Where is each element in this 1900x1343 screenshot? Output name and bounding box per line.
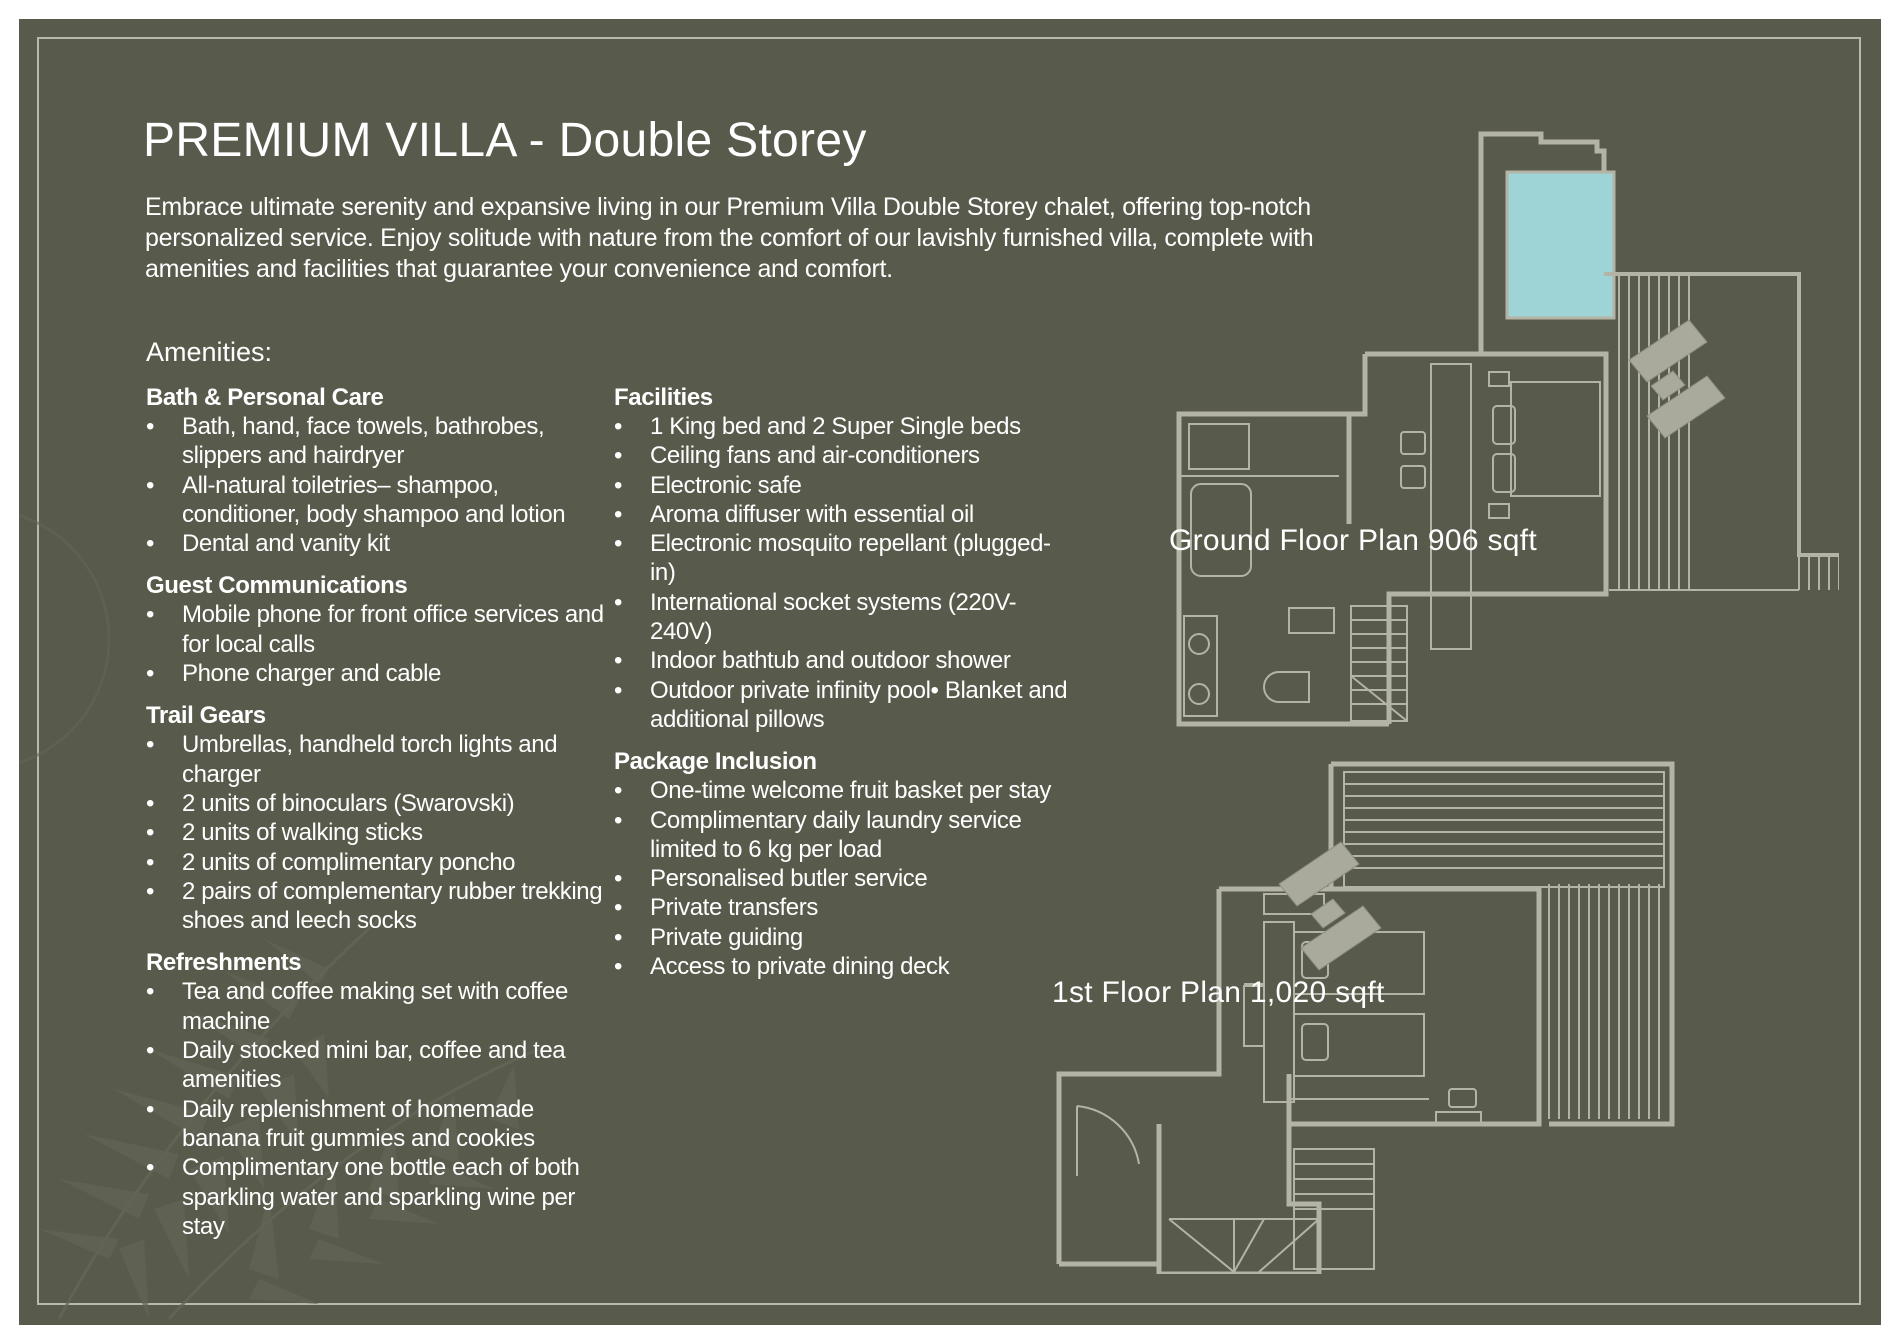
amenity-section: Trail GearsUmbrellas, handheld torch lig… xyxy=(146,701,616,935)
amenity-section-heading: Refreshments xyxy=(146,949,302,977)
amenity-item: Outdoor private infinity pool• Blanket a… xyxy=(614,676,1074,735)
amenity-item: Access to private dining deck xyxy=(614,952,1074,982)
page-title: PREMIUM VILLA - Double Storey xyxy=(143,114,867,167)
amenity-section: RefreshmentsTea and coffee making set wi… xyxy=(146,948,616,1241)
first-floor-label: 1st Floor Plan 1,020 sqft xyxy=(1052,976,1385,1009)
amenity-item: Personalised butler service xyxy=(614,864,1074,894)
amenity-item: Daily replenishment of homemade banana f… xyxy=(146,1095,616,1154)
amenity-section: Package InclusionOne-time welcome fruit … xyxy=(614,747,1074,981)
first-floor-plan xyxy=(1056,761,1675,1274)
amenity-section-heading: Guest Communications xyxy=(146,572,408,600)
amenity-item: Dental and vanity kit xyxy=(146,529,616,559)
amenity-section-heading: Trail Gears xyxy=(146,702,266,730)
amenity-list: Umbrellas, handheld torch lights and cha… xyxy=(146,730,616,935)
ground-floor-label: Ground Floor Plan 906 sqft xyxy=(1169,524,1538,557)
amenity-item: 2 pairs of complementary rubber trekking… xyxy=(146,877,616,936)
amenity-item: Complimentary one bottle each of both sp… xyxy=(146,1153,616,1241)
villa-brochure-page: PREMIUM VILLA - Double Storey Embrace ul… xyxy=(19,19,1881,1325)
amenity-item: Indoor bathtub and outdoor shower xyxy=(614,646,1074,676)
amenity-item: Complimentary daily laundry service limi… xyxy=(614,806,1074,865)
amenity-item: Mobile phone for front office services a… xyxy=(146,600,616,659)
amenity-section: Bath & Personal CareBath, hand, face tow… xyxy=(146,383,616,559)
amenity-section-heading: Facilities xyxy=(614,384,713,411)
amenity-list: One-time welcome fruit basket per stayCo… xyxy=(614,776,1074,981)
amenity-item: All-natural toiletries– shampoo, conditi… xyxy=(146,471,616,530)
amenity-list: Tea and coffee making set with coffee ma… xyxy=(146,977,616,1241)
intro-paragraph: Embrace ultimate serenity and expansive … xyxy=(145,193,1314,283)
amenity-section: Guest CommunicationsMobile phone for fro… xyxy=(146,571,616,688)
amenity-item: Tea and coffee making set with coffee ma… xyxy=(146,977,616,1036)
amenity-list: Mobile phone for front office services a… xyxy=(146,600,616,688)
amenity-item: Daily stocked mini bar, coffee and tea a… xyxy=(146,1036,616,1095)
amenity-list: Bath, hand, face towels, bathrobes, slip… xyxy=(146,412,616,559)
amenities-left-column: Bath & Personal CareBath, hand, face tow… xyxy=(146,383,616,1254)
amenities-right-column: Facilities1 King bed and 2 Super Single … xyxy=(614,383,1074,994)
amenities-heading: Amenities: xyxy=(146,337,273,367)
amenity-item: Aroma diffuser with essential oil xyxy=(614,500,1074,530)
amenity-item: Phone charger and cable xyxy=(146,659,616,689)
page-frame xyxy=(37,37,1861,1305)
amenity-item: Electronic safe xyxy=(614,471,1074,501)
amenity-section: Facilities1 King bed and 2 Super Single … xyxy=(614,383,1074,734)
ground-floor-plan xyxy=(1176,131,1839,727)
amenity-item: 2 units of walking sticks xyxy=(146,818,616,848)
amenity-section-heading: Bath & Personal Care xyxy=(146,384,384,411)
amenity-item: Private guiding xyxy=(614,923,1074,953)
amenity-item: Private transfers xyxy=(614,893,1074,923)
amenity-item: International socket systems (220V-240V) xyxy=(614,588,1074,647)
amenity-item: 2 units of complimentary poncho xyxy=(146,848,616,878)
amenity-item: Umbrellas, handheld torch lights and cha… xyxy=(146,730,616,789)
amenity-item: Ceiling fans and air-conditioners xyxy=(614,441,1074,471)
amenity-section-heading: Package Inclusion xyxy=(614,748,817,776)
amenity-item: 2 units of binoculars (Swarovski) xyxy=(146,789,616,819)
amenity-item: Bath, hand, face towels, bathrobes, slip… xyxy=(146,412,616,471)
amenity-item: One-time welcome fruit basket per stay xyxy=(614,776,1074,806)
amenity-item: Electronic mosquito repellant (plugged-i… xyxy=(614,529,1074,588)
amenity-item: 1 King bed and 2 Super Single beds xyxy=(614,412,1074,442)
amenity-list: 1 King bed and 2 Super Single bedsCeilin… xyxy=(614,412,1074,734)
